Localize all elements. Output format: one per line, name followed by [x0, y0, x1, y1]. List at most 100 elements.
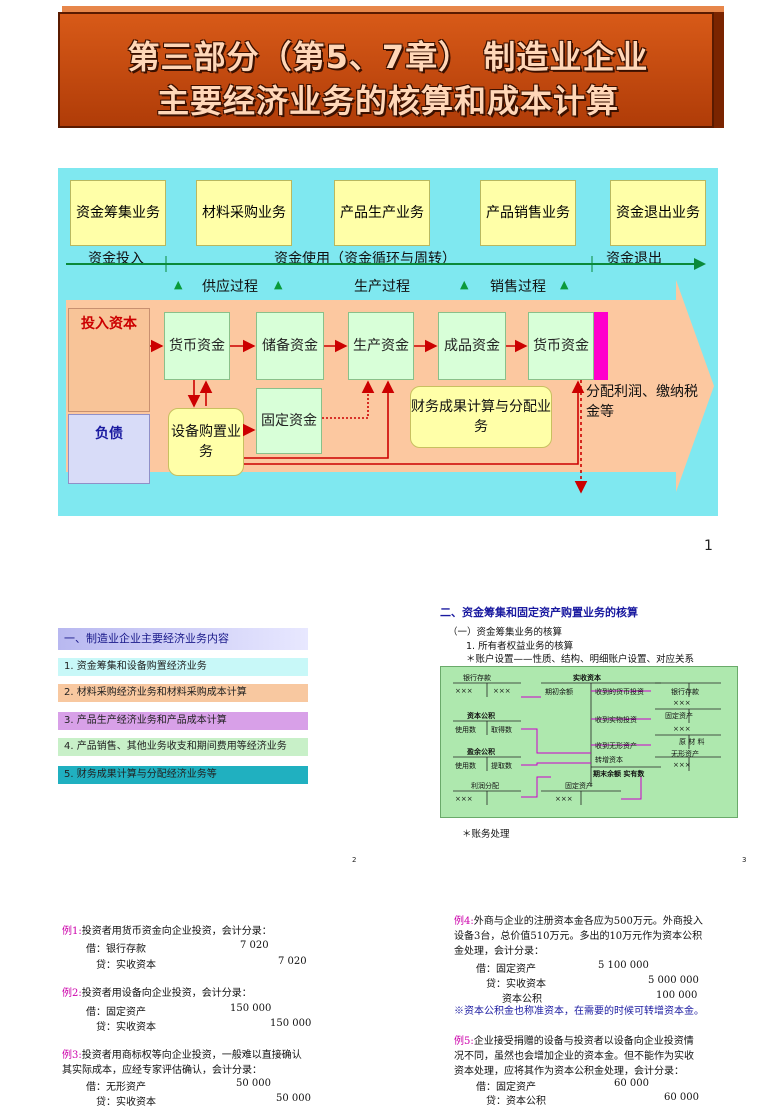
acct-fixed-bottom: 固定资产	[565, 782, 593, 790]
acct-paid-in: 实收资本	[573, 674, 601, 682]
triangle-marker: ▲	[560, 278, 569, 291]
box-financial-results: 财务成果计算与分配业务	[410, 386, 552, 448]
example-4: 例4:外商与企业的注册资本金各应为500万元。外商投入	[454, 914, 744, 929]
process-supply: 供应过程	[202, 279, 258, 295]
liability-label: 负债	[95, 426, 123, 442]
slide3-title: 二、资金筹集和固定资产购置业务的核算	[440, 606, 638, 619]
example-4-text-3: 金处理，会计分录：	[454, 946, 544, 957]
acct-recv-cash: 收到的货币投资	[595, 688, 644, 696]
acct-materials: 原 材 料	[679, 738, 705, 746]
box-finished-goods-fund: 成品资金	[438, 312, 506, 380]
acct-end-balance: 期末余额 实有数	[593, 770, 645, 778]
example-5-label: 例5:	[454, 1036, 474, 1047]
example-2-label: 例2:	[62, 988, 82, 999]
example-4-note: ※资本公积金也称准资本，在需要的时候可转增资本金。	[454, 1006, 704, 1017]
acct-transfer: 转增资本	[595, 756, 623, 764]
ex4-credit-1: 贷：实收资本	[486, 979, 546, 990]
box-money-fund: 货币资金	[164, 312, 230, 380]
acct-withdraw-2: 提取数	[491, 762, 512, 770]
acct-profit-dist: 利润分配	[471, 782, 499, 790]
ex1-credit-amount: 7 020	[278, 956, 307, 967]
example-3-text-1: 投资者用商标权等向企业投资，一般难以直接确认	[81, 1050, 302, 1061]
example-4-text-1: 外商与企业的注册资本金各应为500万元。外商投入	[473, 916, 703, 927]
acct-xxx-b: ×××	[673, 725, 691, 733]
banner-top-face	[62, 6, 724, 14]
liability-cell: 负债	[68, 414, 150, 484]
t-account-lines	[453, 682, 721, 805]
acct-xxx-a: ×××	[673, 699, 691, 707]
invested-capital-cell: 投入资本	[68, 308, 150, 412]
process-production: 生产过程	[354, 279, 410, 295]
box-fund-exit: 资金退出业务	[610, 180, 706, 246]
slide-number-3: 3	[742, 856, 747, 864]
acct-recv-goods: 收到实物投资	[595, 716, 637, 724]
example-5-text-3: 资本处理，应将其作为资本公积金处理，会计分录：	[454, 1066, 684, 1077]
ex1-debit-amount: 7 020	[240, 940, 269, 951]
ex1-debit: 借：银行存款	[86, 944, 146, 955]
ex2-credit-amount: 150 000	[270, 1018, 312, 1029]
example-5-text-1: 企业接受捐赠的设备与投资者以设备向企业投资情	[473, 1036, 694, 1047]
box-equipment-purchase: 设备购置业务	[168, 408, 244, 476]
acct-intangible: 无形资产	[671, 750, 699, 758]
slide3-sub3: ＊账户设置——性质、结构、明细账户设置、对应关系	[466, 654, 695, 665]
banner-side-face	[714, 12, 724, 128]
ex5-debit: 借：固定资产	[476, 1082, 536, 1093]
acct-bank-xxx-2: ×××	[493, 687, 511, 695]
business-item-2: 2. 材料采购经济业务和材料采购成本计算	[58, 684, 308, 702]
ex2-debit-amount: 150 000	[230, 1003, 272, 1014]
ex5-credit: 贷：资本公积	[486, 1096, 546, 1107]
slide3-sub1: （一）资金筹集业务的核算	[448, 627, 563, 638]
business-item-4: 4. 产品销售、其他业务收支和期间费用等经济业务	[58, 738, 308, 756]
ex4-credit-1-amount: 5 000 000	[648, 975, 699, 986]
title-line-2: 主要经济业务的核算和成本计算	[156, 82, 619, 120]
acct-capital-reserve: 资本公积	[467, 712, 495, 720]
box-reserve-fund: 储备资金	[256, 312, 324, 380]
slide-number-1: 1	[704, 538, 713, 554]
triangle-marker: ▲	[274, 278, 283, 291]
ex2-debit: 借：固定资产	[86, 1007, 146, 1018]
example-2-text: 投资者用设备向企业投资，会计分录：	[81, 988, 252, 999]
acct-xxx-e: ×××	[555, 795, 573, 803]
acct-xxx-d: ×××	[455, 795, 473, 803]
example-5-text-2: 况不同，虽然也会增加企业的资本金。但不能作为实收	[454, 1051, 694, 1062]
example-1-label: 例1:	[62, 926, 82, 937]
box-production: 产品生产业务	[334, 180, 430, 246]
triangle-marker: ▲	[460, 278, 469, 291]
box-fund-raising: 资金筹集业务	[70, 180, 166, 246]
title-line-1: 第三部分（第5、7章） 制造业企业	[127, 38, 649, 76]
example-3-text-2: 其实际成本，应经专家评估确认，会计分录：	[62, 1065, 262, 1076]
ex3-debit-amount: 50 000	[236, 1078, 271, 1089]
process-sales: 销售过程	[490, 279, 546, 295]
flow-arrows	[150, 339, 588, 494]
ex3-debit: 借：无形资产	[86, 1082, 146, 1093]
magenta-bar	[594, 312, 608, 380]
acct-fixed-right: 固定资产	[665, 712, 693, 720]
example-4-label: 例4:	[454, 916, 474, 927]
t-account-diagram: 银行存款 ××× ××× 实收资本 期初余额 收到的货币投资 收到实物投资 收到…	[440, 666, 738, 818]
box-fixed-fund: 固定资金	[256, 388, 322, 454]
box-money-fund-2: 货币资金	[528, 312, 594, 380]
box-sales: 产品销售业务	[480, 180, 576, 246]
ex4-credit-2-amount: 100 000	[656, 990, 698, 1001]
example-5: 例5:企业接受捐赠的设备与投资者以设备向企业投资情	[454, 1034, 744, 1049]
ex4-debit: 借：固定资产	[476, 964, 536, 975]
acct-bank-right: 银行存款	[671, 688, 699, 696]
invested-capital-label: 投入资本	[81, 316, 137, 332]
example-3-label: 例3:	[62, 1050, 82, 1061]
business-item-3: 3. 产品生产经济业务和产品成本计算	[58, 712, 308, 730]
business-item-5: 5. 财务成果计算与分配经济业务等	[58, 766, 308, 784]
timeline-arrow	[66, 256, 706, 272]
acct-surplus: 盈余公积	[467, 748, 495, 756]
slide3-sub2: 1. 所有者权益业务的核算	[466, 641, 574, 652]
acct-bank-xxx: ×××	[455, 687, 473, 695]
example-1-text: 投资者用货币资金向企业投资，会计分录：	[81, 926, 272, 937]
ex1-credit: 贷：实收资本	[96, 960, 156, 971]
acct-xxx-c: ×××	[673, 761, 691, 769]
box-material-purchase: 材料采购业务	[196, 180, 292, 246]
acct-bank: 银行存款	[463, 674, 491, 682]
ex5-debit-amount: 60 000	[614, 1078, 649, 1089]
acct-withdraw: 取得数	[491, 726, 512, 734]
ex4-debit-amount: 5 100 000	[598, 960, 649, 971]
box-production-fund: 生产资金	[348, 312, 414, 380]
acct-used: 使用数	[455, 726, 476, 734]
